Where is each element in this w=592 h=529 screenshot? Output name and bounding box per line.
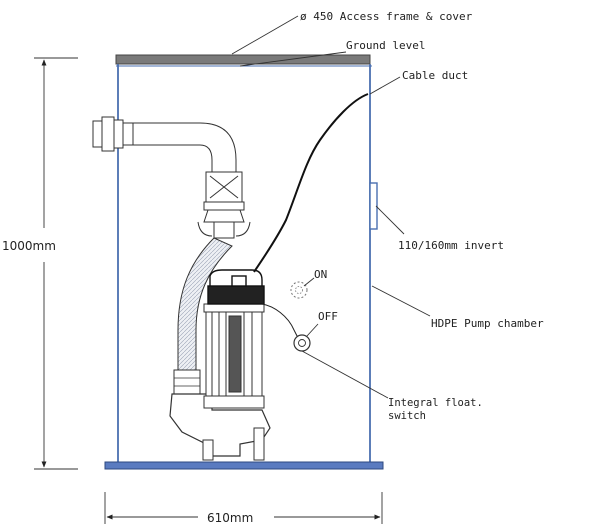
float-switch-cable xyxy=(261,303,303,343)
pump-foot-left xyxy=(202,439,214,461)
label-ground-level: Ground level xyxy=(346,39,425,52)
pump-motor xyxy=(203,303,265,409)
height-dimension xyxy=(34,57,78,470)
label-chamber: HDPE Pump chamber xyxy=(431,317,544,330)
float-off-position xyxy=(293,334,311,352)
width-dimension xyxy=(104,492,383,524)
label-invert: 110/160mm invert xyxy=(398,239,504,252)
power-cable xyxy=(253,93,369,273)
chamber-base xyxy=(104,461,384,470)
label-on: ON xyxy=(314,268,327,281)
label-off: OFF xyxy=(318,310,338,323)
leader-lines xyxy=(231,15,431,399)
label-width: 610mm xyxy=(207,511,253,525)
hose-coupling xyxy=(173,369,201,395)
access-cover xyxy=(115,54,371,65)
float-on-position xyxy=(290,281,308,299)
label-cable-duct: Cable duct xyxy=(402,69,468,82)
discharge-pipe xyxy=(92,116,251,239)
pump-top xyxy=(207,269,265,305)
pump-foot-right xyxy=(253,427,265,461)
label-float-switch-line1: Integral float. xyxy=(388,397,483,409)
label-height: 1000mm xyxy=(2,239,56,253)
label-float-switch-line2: switch xyxy=(388,410,426,422)
pump-volute xyxy=(169,393,271,457)
label-access-frame: ø 450 Access frame & cover xyxy=(300,10,473,23)
invert-outlet xyxy=(369,182,378,230)
